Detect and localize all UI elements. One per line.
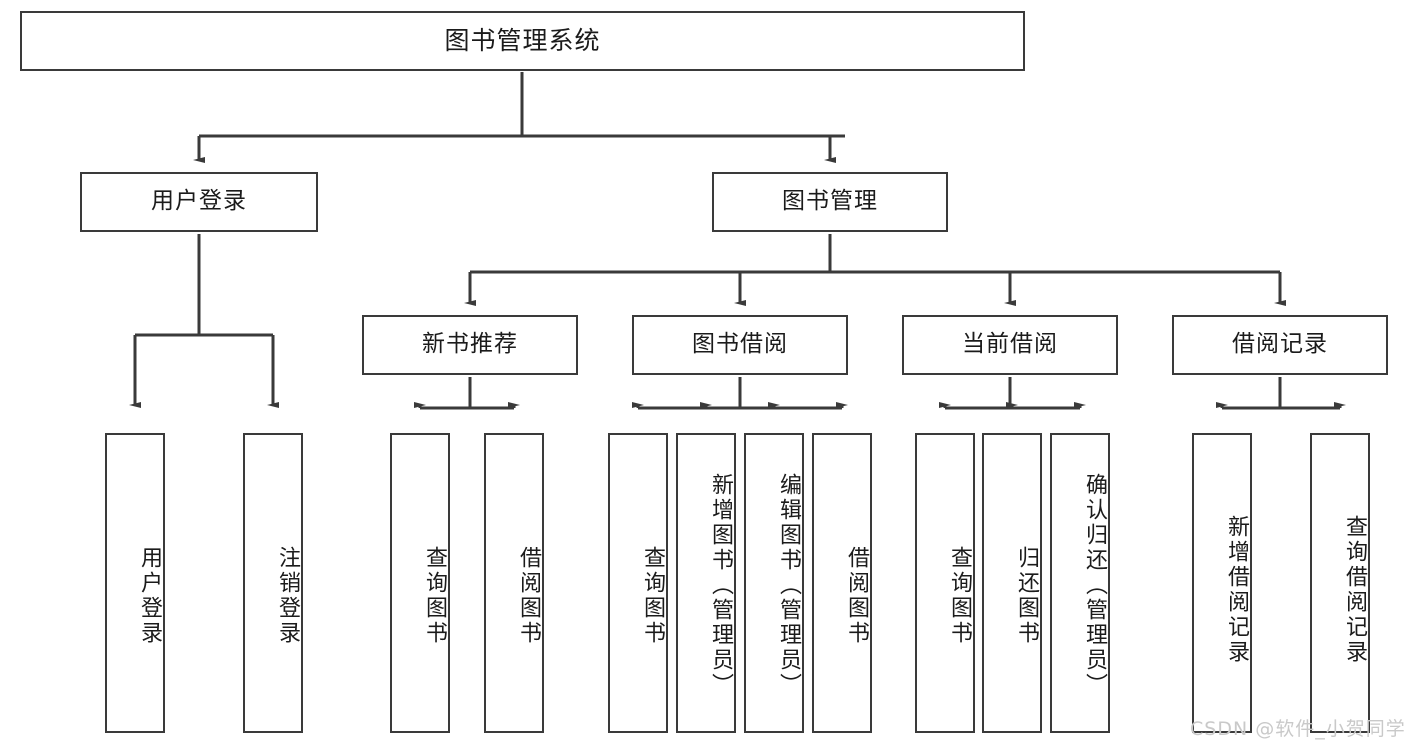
node-root[interactable]: 图书管理系统 xyxy=(20,11,1025,71)
leaf-label: 查询图书 xyxy=(947,546,972,646)
node-book-borrow[interactable]: 图书借阅 xyxy=(632,315,848,375)
node-leaf-logout-login[interactable]: 注销登录 xyxy=(243,433,303,733)
node-leaf-query-book-1[interactable]: 查询图书 xyxy=(390,433,450,733)
node-leaf-query-record[interactable]: 查询借阅记录 xyxy=(1310,433,1370,733)
node-leaf-borrow-book-2[interactable]: 借阅图书 xyxy=(812,433,872,733)
node-leaf-confirm-return[interactable]: 确认归还（管理员） xyxy=(1050,433,1110,733)
leaf-label: 借阅图书 xyxy=(516,546,541,646)
leaf-label: 借阅图书 xyxy=(844,546,869,646)
node-leaf-return-book[interactable]: 归还图书 xyxy=(982,433,1042,733)
leaf-label: 用户登录 xyxy=(137,546,162,646)
node-leaf-user-login[interactable]: 用户登录 xyxy=(105,433,165,733)
node-leaf-query-book-3[interactable]: 查询图书 xyxy=(915,433,975,733)
leaf-label: 注销登录 xyxy=(275,546,300,646)
csdn-watermark: CSDN @软件_小贺同学 xyxy=(1190,718,1405,740)
node-new-book-recommend[interactable]: 新书推荐 xyxy=(362,315,578,375)
leaf-label: 新增图书（管理员） xyxy=(708,472,733,698)
node-leaf-edit-book[interactable]: 编辑图书（管理员） xyxy=(744,433,804,733)
node-book-manage[interactable]: 图书管理 xyxy=(712,172,948,232)
leaf-label: 查询图书 xyxy=(422,546,447,646)
leaf-label: 查询图书 xyxy=(640,546,665,646)
node-borrow-record[interactable]: 借阅记录 xyxy=(1172,315,1388,375)
leaf-label: 查询借阅记录 xyxy=(1342,515,1367,665)
leaf-label: 编辑图书（管理员） xyxy=(776,472,801,698)
leaf-label: 确认归还（管理员） xyxy=(1082,472,1107,698)
node-leaf-add-record[interactable]: 新增借阅记录 xyxy=(1192,433,1252,733)
node-user-login[interactable]: 用户登录 xyxy=(80,172,318,232)
node-leaf-query-book-2[interactable]: 查询图书 xyxy=(608,433,668,733)
node-current-borrow[interactable]: 当前借阅 xyxy=(902,315,1118,375)
leaf-label: 新增借阅记录 xyxy=(1224,515,1249,665)
leaf-label: 归还图书 xyxy=(1014,546,1039,646)
node-leaf-add-book[interactable]: 新增图书（管理员） xyxy=(676,433,736,733)
node-leaf-borrow-book-1[interactable]: 借阅图书 xyxy=(484,433,544,733)
